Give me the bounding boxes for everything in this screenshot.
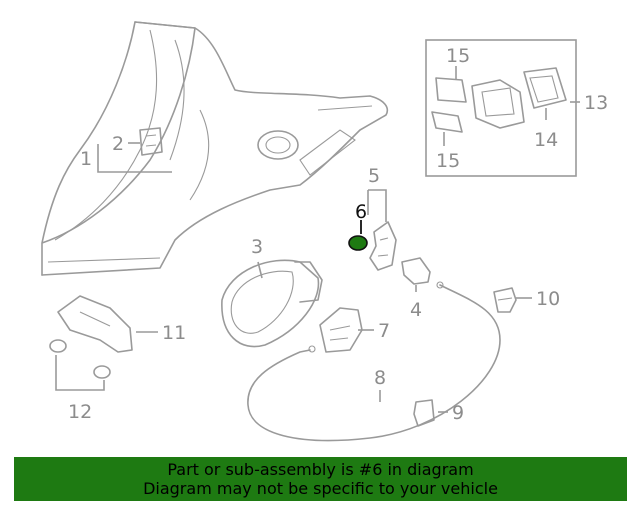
fuel-door xyxy=(221,259,323,348)
banner-line-1: Part or sub-assembly is #6 in diagram xyxy=(167,460,474,479)
callout-10: 10 xyxy=(536,288,560,310)
parts-diagram: 1 2 3 4 5 6 7 8 9 10 11 12 13 14 15 15 xyxy=(41,21,608,442)
clip-12a xyxy=(49,339,67,353)
clip-4 xyxy=(401,257,431,285)
callout-4: 4 xyxy=(410,299,422,321)
callout-13: 13 xyxy=(584,92,608,114)
hinge-5 xyxy=(369,221,397,271)
callout-1: 1 xyxy=(80,148,92,170)
callout-2: 2 xyxy=(112,133,124,155)
plug-10 xyxy=(493,287,517,313)
callout-7: 7 xyxy=(378,320,390,342)
callout-6: 6 xyxy=(355,201,367,223)
clip-12b xyxy=(93,365,111,379)
bracket-2 xyxy=(139,127,163,156)
banner-line-2: Diagram may not be specific to your vehi… xyxy=(143,479,498,498)
info-banner: Part or sub-assembly is #6 in diagram Di… xyxy=(14,457,627,501)
callout-3: 3 xyxy=(251,236,263,258)
quarter-panel xyxy=(41,21,389,276)
clip-9 xyxy=(413,399,435,427)
callout-8: 8 xyxy=(374,367,386,389)
release-cable-8 xyxy=(247,281,501,442)
callout-11: 11 xyxy=(162,322,186,344)
actuator-7 xyxy=(319,307,363,353)
callout-15-top: 15 xyxy=(446,45,470,67)
grommet-6 xyxy=(348,235,368,251)
callout-14: 14 xyxy=(534,129,558,151)
callout-5: 5 xyxy=(368,165,380,187)
callout-9: 9 xyxy=(452,402,464,424)
bracket-11 xyxy=(57,295,133,353)
callout-15-bottom: 15 xyxy=(436,150,460,172)
callout-12: 12 xyxy=(68,401,92,423)
inset-box xyxy=(425,39,577,177)
